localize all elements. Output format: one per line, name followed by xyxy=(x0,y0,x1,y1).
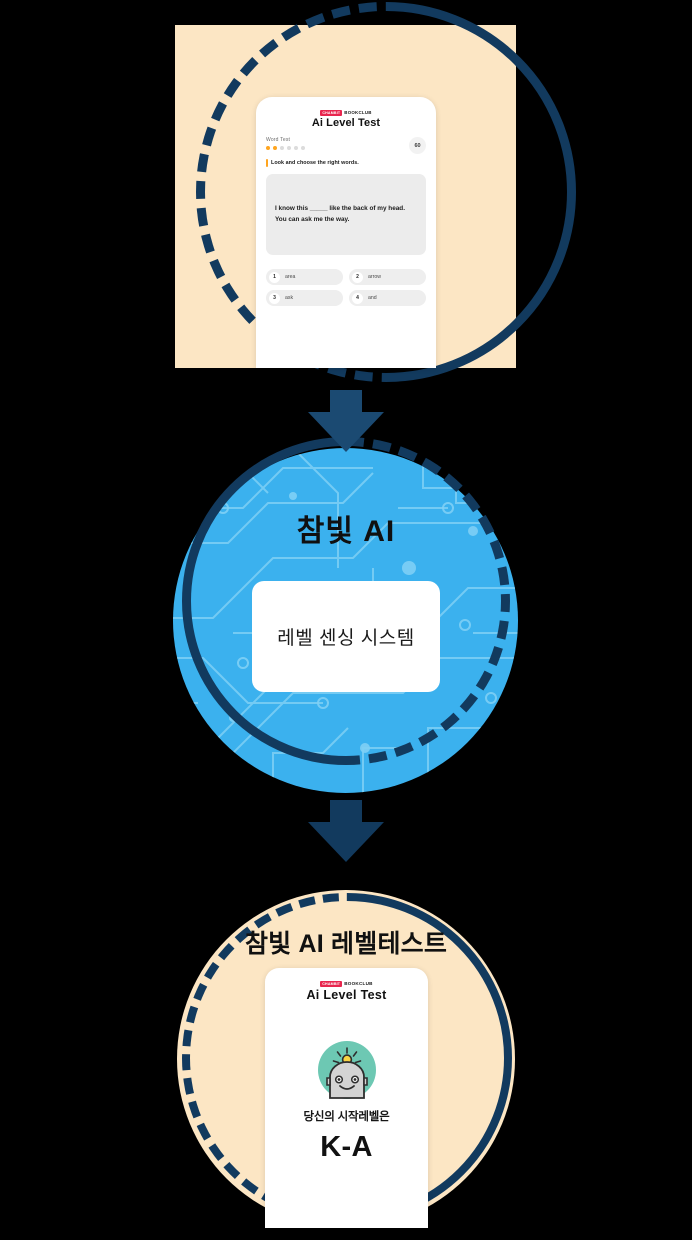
option-label: area xyxy=(285,274,296,280)
step1-question-card: I know this _____ like the back of my he… xyxy=(266,174,426,255)
brand-chip: CHAMBIT xyxy=(320,980,343,987)
step2-system-label: 레벨 센싱 시스템 xyxy=(277,628,415,649)
step1-instruction-row: Look and choose the right words. xyxy=(256,154,436,167)
brand-chip: CHAMBIT xyxy=(320,109,343,116)
step1-question-text: I know this _____ like the back of my he… xyxy=(275,204,405,223)
step3-robot-illustration xyxy=(265,1040,428,1100)
step3-title: 참빛 AI 레벨테스트 xyxy=(244,930,448,958)
step1-brand-badge-row: CHAMBIT BOOKCLUB xyxy=(256,109,436,116)
progress-dot xyxy=(287,146,291,150)
step3-phone-mockup: CHAMBIT BOOKCLUB Ai Level Test xyxy=(265,968,428,1228)
step3-brand-logo: CHAMBIT BOOKCLUB Ai Level Test xyxy=(265,968,428,1002)
step1-option-3[interactable]: 3 ask xyxy=(266,290,343,306)
option-number: 2 xyxy=(352,271,363,283)
step3-app-title: Ai Level Test xyxy=(306,988,387,1002)
step1-option-4[interactable]: 4 and xyxy=(349,290,426,306)
brand-subtitle: BOOKCLUB xyxy=(344,109,372,115)
option-number: 4 xyxy=(352,292,363,304)
step1-option-1[interactable]: 1 area xyxy=(266,269,343,285)
option-number: 1 xyxy=(269,271,280,283)
progress-dot xyxy=(266,146,270,150)
brand-subtitle: BOOKCLUB xyxy=(344,980,373,986)
option-label: ask xyxy=(285,295,294,301)
flow-arrow-1 xyxy=(308,390,384,452)
step1-brand-logo: CHAMBIT BOOKCLUB Ai Level Test xyxy=(256,97,436,129)
option-number: 3 xyxy=(269,292,280,304)
step1-app-title: Ai Level Test xyxy=(311,117,381,129)
progress-dot xyxy=(273,146,277,150)
option-label: arrow xyxy=(368,274,381,280)
step1-quiz-meta-left: Word Test xyxy=(266,137,305,150)
step1-score-badge: 60 xyxy=(409,137,426,154)
step1-progress-dots xyxy=(266,146,305,150)
flow-arrow-2 xyxy=(308,800,384,862)
step3-result-label: 당신의 시작레벨은 xyxy=(303,1111,390,1123)
step3-brand-badge-row: CHAMBIT BOOKCLUB xyxy=(265,980,428,987)
progress-dot xyxy=(301,146,305,150)
step1-option-2[interactable]: 2 arrow xyxy=(349,269,426,285)
step1-phone-mockup: CHAMBIT BOOKCLUB Ai Level Test Word Test… xyxy=(256,97,436,368)
option-label: and xyxy=(368,295,377,301)
step1-section-label: Word Test xyxy=(266,137,291,143)
step2-title: 참빛 AI xyxy=(296,515,396,548)
progress-dot xyxy=(294,146,298,150)
step2-system-box: 레벨 센싱 시스템 xyxy=(252,581,440,692)
step3-result-level: K-A xyxy=(320,1131,373,1163)
robot-head-idea-icon xyxy=(317,1041,376,1099)
progress-dot xyxy=(280,146,284,150)
step1-instruction-text: Look and choose the right words. xyxy=(271,160,359,166)
step1-quiz-meta: Word Test 60 xyxy=(256,129,436,154)
step1-options-grid: 1 area 2 arrow 3 ask 4 and xyxy=(266,269,426,306)
instruction-accent-bar xyxy=(266,159,268,167)
